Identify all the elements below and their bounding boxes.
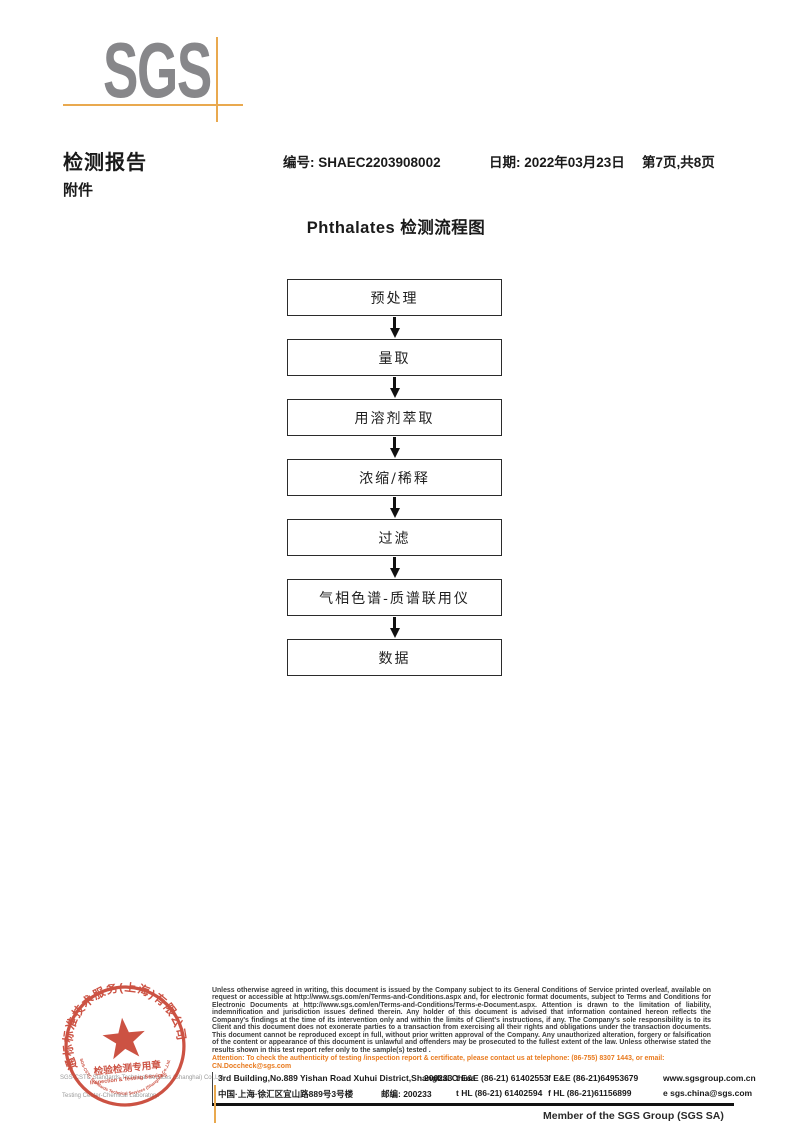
report-title: 检测报告 bbox=[63, 152, 147, 174]
address-row-en: 3rd Building,No.889 Yishan Road Xuhui Di… bbox=[213, 1073, 756, 1088]
sgs-member-text: Member of the SGS Group (SGS SA) bbox=[543, 1110, 724, 1122]
laboratory-name-line: Testing Center-Chemical Laboratory. bbox=[62, 1093, 160, 1099]
logo-horizontal-rule bbox=[63, 104, 243, 106]
footer-address-block: 3rd Building,No.889 Yishan Road Xuhui Di… bbox=[212, 1072, 756, 1103]
flow-step-gcms: 气相色谱-质谱联用仪 bbox=[287, 579, 502, 616]
flowchart-title: Phthalates 检测流程图 bbox=[306, 219, 486, 237]
flow-step-concentrate-dilute: 浓缩/稀释 bbox=[287, 459, 502, 496]
flowchart: 预处理 量取 用溶剂萃取 浓缩/稀释 过滤 气相色谱-质谱联用仪 数据 bbox=[287, 279, 502, 676]
telephone-hl: t HL (86-21) 61402594 bbox=[456, 1088, 543, 1098]
company-name-line: SGS-CSTC Standards Technical Services (S… bbox=[60, 1075, 225, 1081]
postcode-cn: 邮编: 200233 bbox=[381, 1089, 432, 1099]
flow-arrow-down-icon bbox=[287, 616, 502, 639]
fax-hl: f HL (86-21)61156899 bbox=[548, 1088, 632, 1098]
report-date: 日期: 2022年03月23日 bbox=[489, 155, 625, 170]
address-row-cn: 中国·上海·徐汇区宜山路889号3号楼 邮编: 200233 t HL (86-… bbox=[213, 1088, 752, 1103]
logo-vertical-rule bbox=[216, 37, 218, 122]
star-icon bbox=[102, 1017, 145, 1060]
legal-disclaimer-text: Unless otherwise agreed in writing, this… bbox=[212, 987, 711, 1054]
postcode-en: 200233 bbox=[424, 1073, 453, 1083]
report-number: 编号: SHAEC2203908002 bbox=[283, 155, 441, 170]
flow-step-solvent-extraction: 用溶剂萃取 bbox=[287, 399, 502, 436]
footer-legal-block: Unless otherwise agreed in writing, this… bbox=[212, 987, 711, 1070]
sgs-logo: SGS bbox=[103, 26, 212, 114]
flow-arrow-down-icon bbox=[287, 436, 502, 459]
flow-step-data: 数据 bbox=[287, 639, 502, 676]
page-indicator: 第7页,共8页 bbox=[642, 155, 715, 170]
email-address: e sgs.china@sgs.com bbox=[663, 1088, 753, 1098]
telephone-ee: t E&E (86-21) 61402553 bbox=[456, 1073, 549, 1083]
flow-arrow-down-icon bbox=[287, 556, 502, 579]
fax-ee: f E&E (86-21)64953679 bbox=[548, 1073, 639, 1083]
address-cn: 中国·上海·徐汇区宜山路889号3号楼 bbox=[218, 1089, 354, 1099]
flow-arrow-down-icon bbox=[287, 316, 502, 339]
footer-divider-rule bbox=[212, 1103, 734, 1106]
footer-orange-rule bbox=[214, 1085, 216, 1123]
website-url: www.sgsgroup.com.cn bbox=[663, 1073, 756, 1083]
flow-step-filter: 过滤 bbox=[287, 519, 502, 556]
address-en: 3rd Building,No.889 Yishan Road Xuhui Di… bbox=[218, 1073, 476, 1083]
inspection-stamp-seal: 通标标准技术服务(上海)有限公司 SGS-CSTC Standards Tech… bbox=[56, 977, 190, 1107]
flow-step-measure: 量取 bbox=[287, 339, 502, 376]
attachment-label: 附件 bbox=[63, 182, 94, 199]
flow-arrow-down-icon bbox=[287, 496, 502, 519]
attention-text: Attention: To check the authenticity of … bbox=[212, 1055, 665, 1070]
flow-arrow-down-icon bbox=[287, 376, 502, 399]
flow-step-pretreatment: 预处理 bbox=[287, 279, 502, 316]
